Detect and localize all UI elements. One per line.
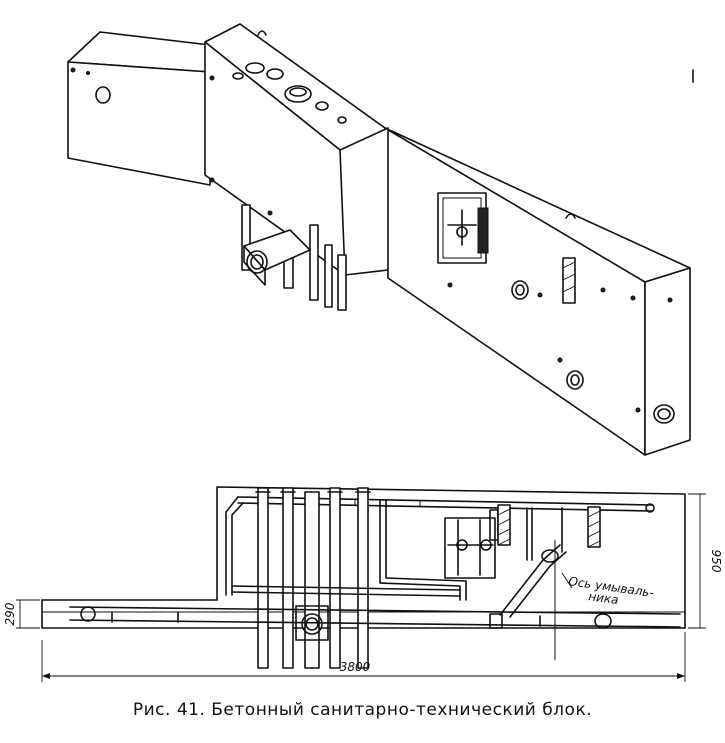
slot-right [587,506,601,548]
washbasin-axis-label-line2: ника [588,589,620,607]
dimension-height-right: 950 [709,550,723,573]
figure-caption: Рис. 41. Бетонный санитарно-технический … [132,700,593,720]
dimension-height-left: 290 [3,602,17,625]
slot-left [497,504,511,546]
dimension-total-length: 3800 [340,660,371,674]
left-beam [67,31,211,186]
hanging-pipes [241,204,347,311]
isometric-view [67,23,694,456]
elevation-view: 3800 290 950 Ось умываль- ника [3,486,723,682]
dimension-lines [16,493,706,682]
main-block [204,23,691,456]
